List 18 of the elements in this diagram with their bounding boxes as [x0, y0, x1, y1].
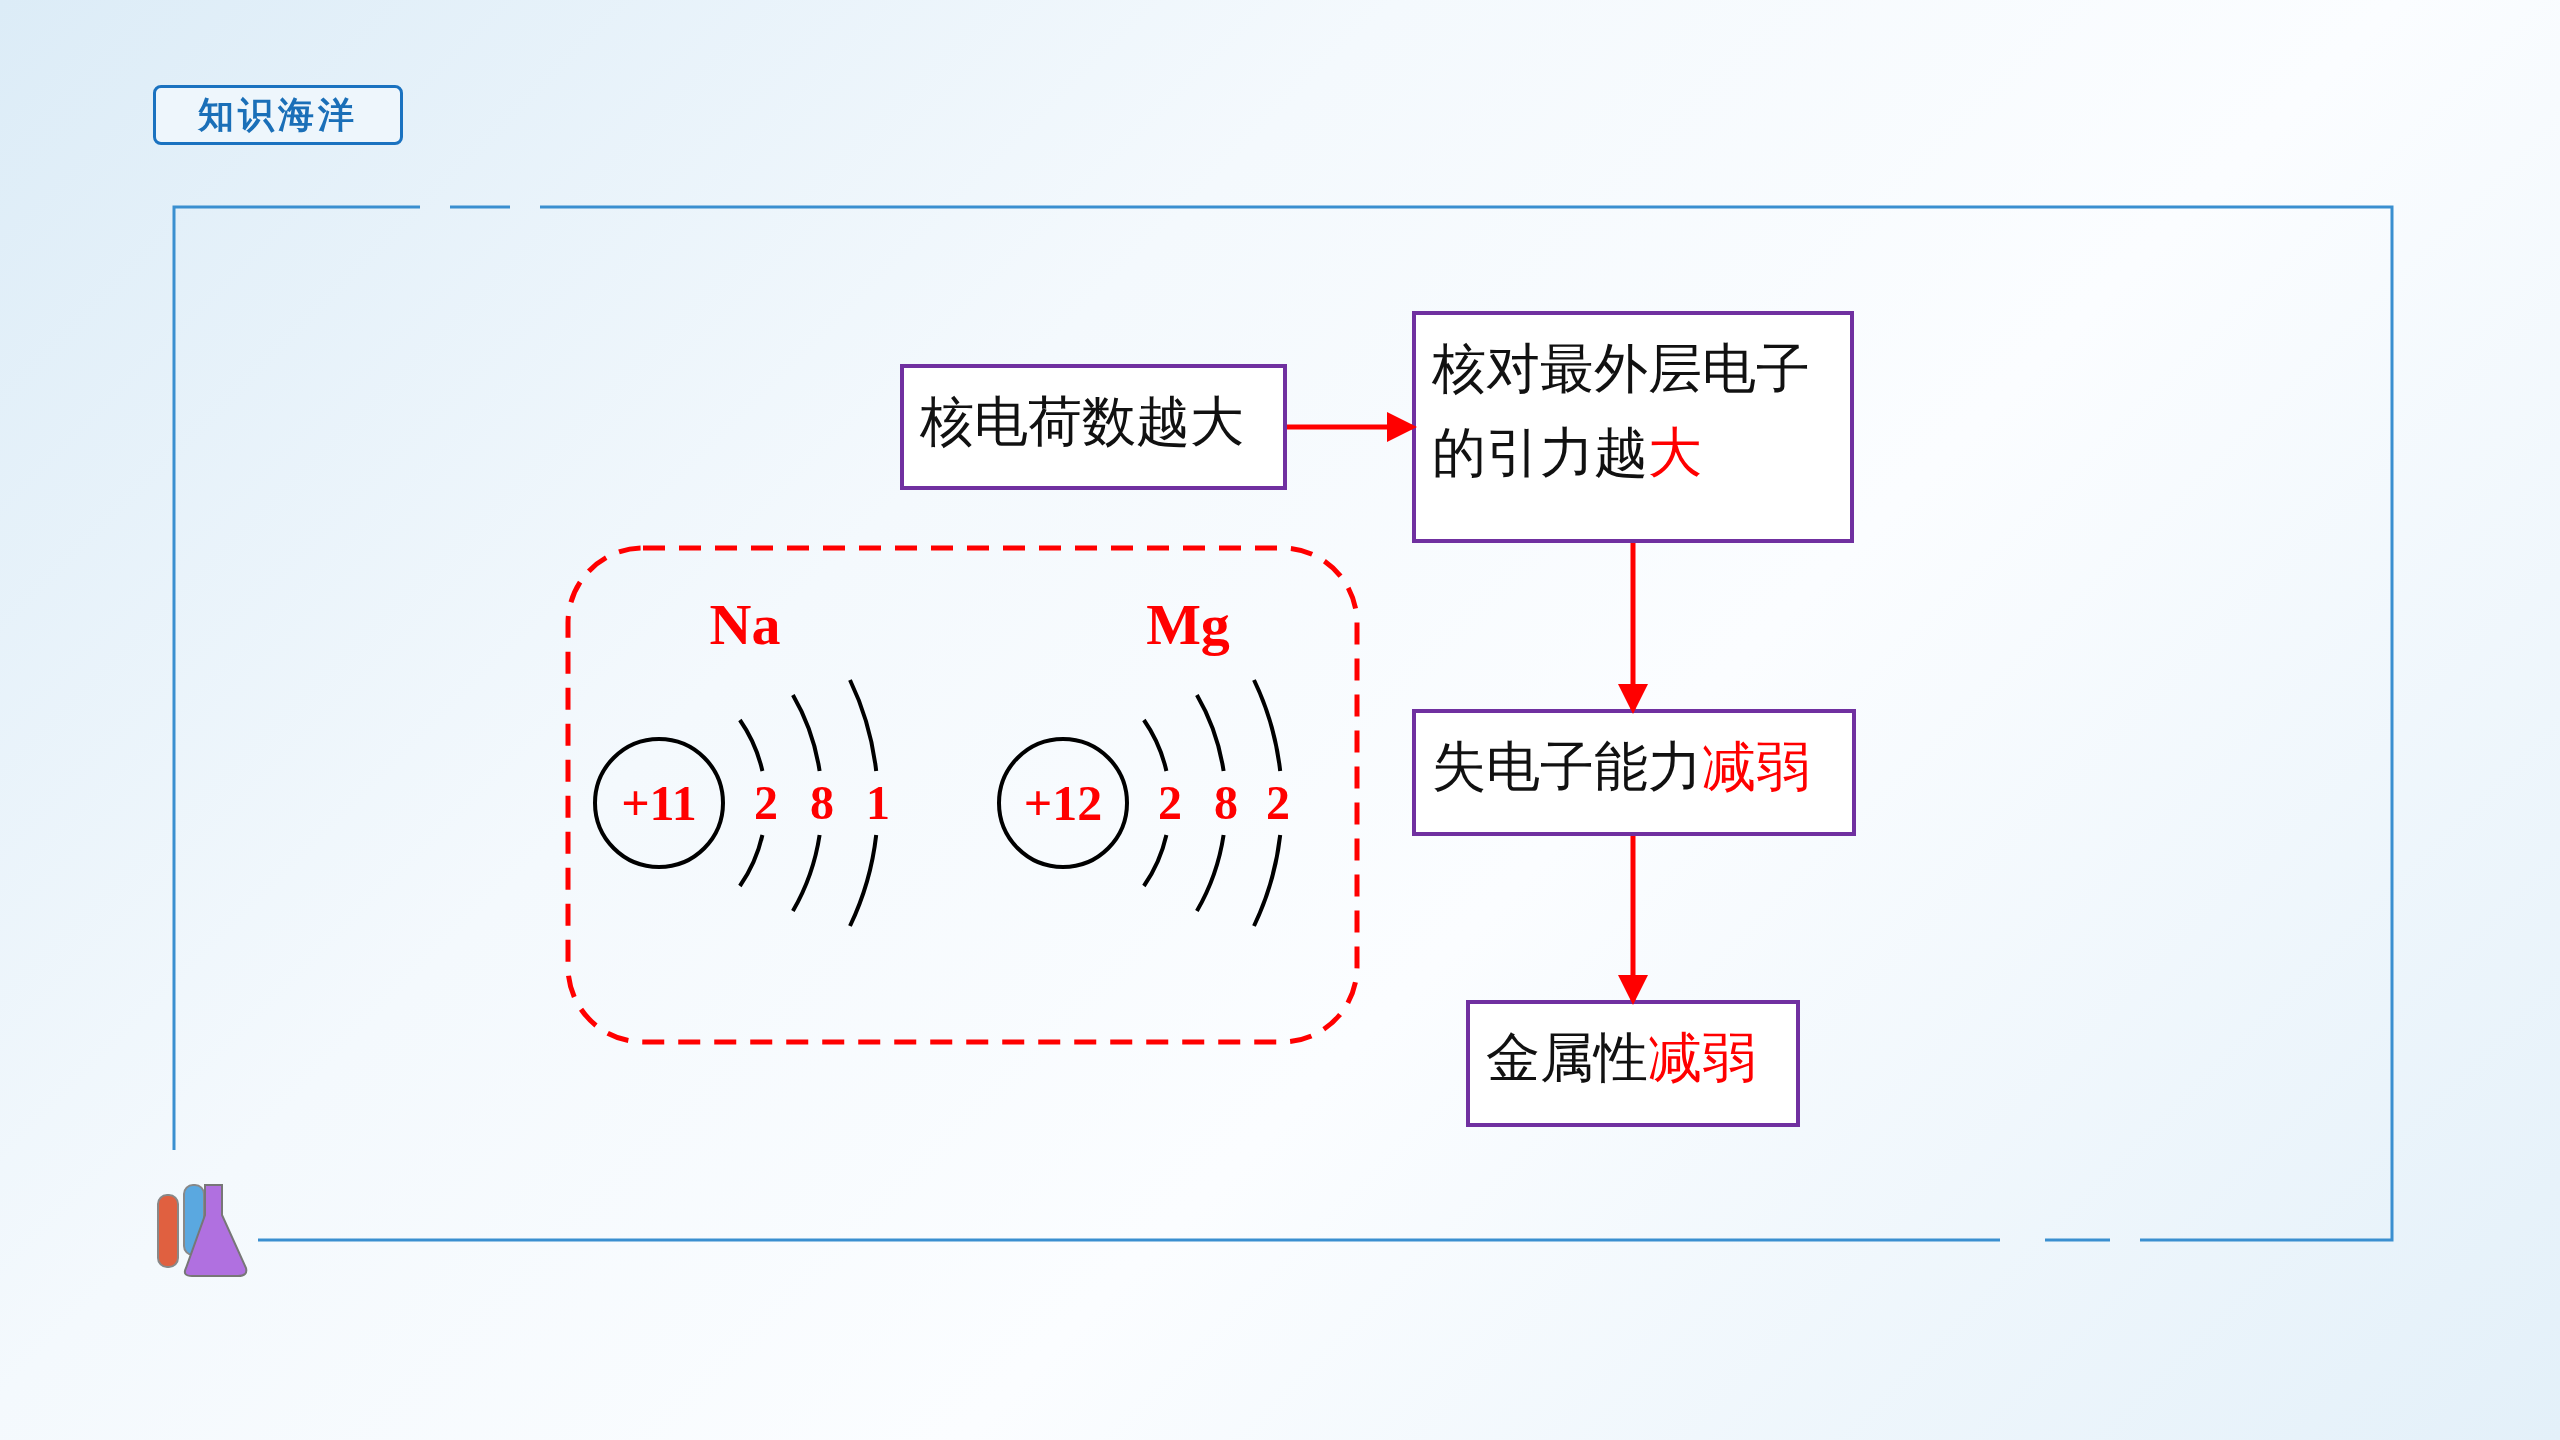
electron-count: 1 — [866, 779, 890, 827]
process-box: 核对最外层电子的引力越大 — [1412, 311, 1854, 543]
electron-count: 8 — [1214, 779, 1238, 827]
process-box: 核电荷数越大 — [900, 364, 1287, 490]
nucleus-circle: +12 — [997, 737, 1129, 869]
arrow — [1287, 412, 1417, 442]
electron-count: 2 — [754, 779, 778, 827]
element-symbol: Na — [709, 596, 781, 654]
electron-count: 2 — [1158, 779, 1182, 827]
element-symbol: Mg — [1146, 596, 1230, 654]
heading-badge: 知识海洋 — [153, 85, 403, 145]
electron-count: 8 — [810, 779, 834, 827]
electron-count: 2 — [1266, 779, 1290, 827]
process-box: 失电子能力减弱 — [1412, 709, 1856, 836]
process-box: 金属性减弱 — [1466, 1000, 1800, 1127]
arrow — [1618, 543, 1648, 714]
nucleus-circle: +11 — [593, 737, 725, 869]
arrow — [1618, 836, 1648, 1005]
